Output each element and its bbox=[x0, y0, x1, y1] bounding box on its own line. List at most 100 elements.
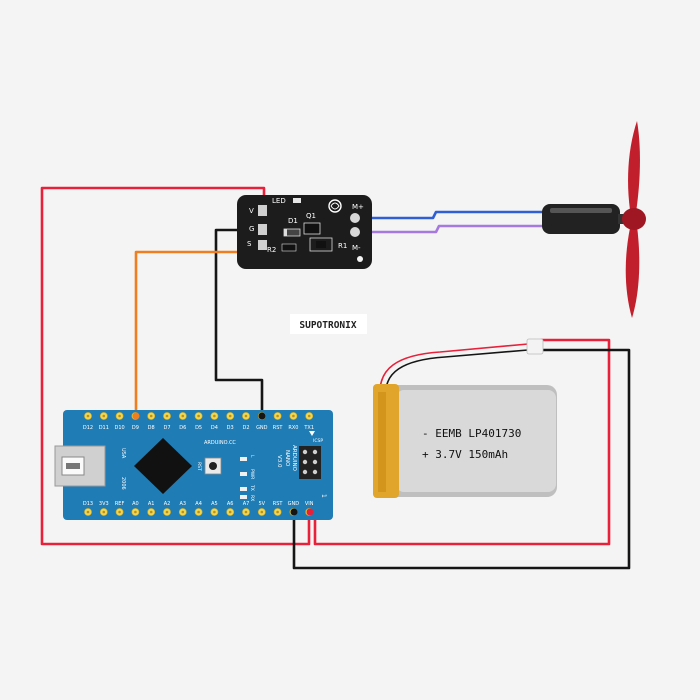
battery-label-line2: + 3.7V 150mAh bbox=[422, 448, 508, 461]
black-wire-gnd-battery bbox=[292, 348, 631, 570]
arduino-top-pin-hole-0 bbox=[86, 414, 90, 418]
arduino-bottom-pin-hole-0 bbox=[86, 510, 90, 514]
arduino-top-pin-label-4: D8 bbox=[148, 425, 155, 431]
module-pin-v bbox=[258, 205, 267, 216]
arduino-bottom-pin-label-13: GND bbox=[288, 501, 300, 507]
arduino-top-pin-hole-6 bbox=[181, 414, 185, 418]
arduino-bottom-pin-hole-9 bbox=[228, 510, 232, 514]
arduino-bottom-pin-hole-3 bbox=[134, 510, 137, 514]
module-led bbox=[293, 198, 301, 203]
arduino-label-pwr: PWR bbox=[249, 469, 255, 479]
module-pad-m-minus bbox=[350, 227, 360, 237]
arduino-label-rst: RST bbox=[196, 462, 202, 471]
arduino-bottom-pin-label-4: A1 bbox=[148, 501, 155, 507]
module-label-led: LED bbox=[272, 197, 286, 205]
arduino-bottom-pin-hole-5 bbox=[165, 510, 169, 514]
arduino-top-pin-label-5: D7 bbox=[163, 425, 170, 431]
icsp-header bbox=[299, 446, 321, 479]
arduino-top-pin-label-0: D12 bbox=[83, 425, 93, 431]
module-resistor-r2 bbox=[281, 243, 297, 252]
module-label-d1: D1 bbox=[288, 217, 298, 225]
purple-wire-motor-minus bbox=[352, 224, 547, 234]
reset-button-cap[interactable] bbox=[209, 462, 217, 470]
module-pin-s bbox=[258, 240, 267, 250]
arduino-bottom-pin-hole-4 bbox=[149, 510, 153, 514]
arduino-bottom-pin-hole-2 bbox=[118, 510, 121, 514]
arduino-bottom-pin-hole-8 bbox=[213, 510, 216, 514]
arduino-top-pin-label-7: D5 bbox=[195, 425, 202, 431]
arduino-top-pin-hole-12 bbox=[276, 414, 279, 418]
endpoint-vin bbox=[306, 508, 314, 516]
arduino-top-pin-hole-7 bbox=[197, 414, 200, 418]
arduino-bottom-pin-label-3: A0 bbox=[132, 501, 139, 507]
arduino-label-rx: RX bbox=[249, 495, 255, 501]
arduino-top-pin-hole-8 bbox=[213, 414, 216, 418]
propeller-hub bbox=[622, 208, 646, 230]
arduino-top-pin-label-3: D9 bbox=[132, 425, 139, 431]
arduino-label-icsp: ICSP bbox=[313, 438, 323, 444]
brand-tag-bg bbox=[290, 314, 367, 334]
red-wire-vin bbox=[40, 186, 311, 546]
module-label-g: G bbox=[249, 225, 254, 233]
propeller-blade-top bbox=[628, 121, 640, 212]
arduino-bottom-pin-label-0: D13 bbox=[83, 501, 93, 507]
propeller-blade-bottom bbox=[625, 226, 640, 318]
arduino-label-usa: USA bbox=[120, 448, 126, 459]
arduino-bottom-pin-label-7: A4 bbox=[195, 501, 202, 507]
module-label-r2: R2 bbox=[267, 246, 276, 254]
arduino-top-pin-label-10: D2 bbox=[242, 425, 249, 431]
arduino-top-pin-hole-10 bbox=[244, 414, 248, 418]
arduino-bottom-pin-label-14: VIN bbox=[305, 501, 314, 507]
arduino-bottom-pin-label-6: A3 bbox=[179, 501, 186, 507]
led-l bbox=[240, 457, 247, 461]
arduino-label-nano: NANO bbox=[284, 450, 290, 467]
arduino-top-pin-hole-1 bbox=[102, 414, 106, 418]
arduino-top-pin-label-11: GND bbox=[256, 425, 268, 431]
arduino-bottom-pin-label-11: 5V bbox=[258, 501, 265, 507]
arduino-top-pin-hole-14 bbox=[307, 414, 311, 418]
arduino-triangle-marker bbox=[309, 431, 315, 436]
module-logo bbox=[328, 199, 342, 213]
arduino-top-pin-label-9: D3 bbox=[227, 425, 234, 431]
wire-endpoints bbox=[132, 412, 314, 516]
usb-port-tongue bbox=[66, 463, 80, 469]
module-pad-m-plus bbox=[350, 213, 360, 223]
blue-wire-motor-plus bbox=[352, 210, 547, 220]
arduino-bottom-pin-hole-11 bbox=[260, 510, 264, 514]
endpoint-d9 bbox=[132, 412, 140, 420]
arduino-bottom-pin-hole-12 bbox=[276, 510, 279, 514]
arduino-bottom-pin-hole-10 bbox=[244, 510, 248, 514]
brand-tag: SUPOTRONIX bbox=[290, 314, 367, 334]
battery-face bbox=[396, 390, 556, 492]
red-wire-battery bbox=[313, 338, 611, 546]
arduino-bottom-pin-hole-7 bbox=[197, 510, 200, 514]
module-hole bbox=[357, 256, 363, 262]
arduino-top-pin-hole-4 bbox=[149, 414, 153, 418]
driver-module: V G S LED D1 Q1 R1 R2 M+ M- bbox=[237, 195, 372, 269]
module-resistor-r1-pad bbox=[309, 237, 333, 252]
led-tx bbox=[240, 487, 247, 491]
wires bbox=[40, 186, 631, 570]
arduino-label-site: ARDUINO.CC bbox=[204, 440, 236, 446]
arduino-bottom-pin-label-9: A6 bbox=[227, 501, 234, 507]
arduino-top-pin-label-2: D10 bbox=[114, 425, 124, 431]
module-pin-g bbox=[258, 224, 267, 235]
arduino-label-year: 2006 bbox=[120, 477, 126, 490]
arduino-bottom-pin-label-12: RST bbox=[273, 501, 284, 507]
orange-wire-signal bbox=[134, 243, 264, 422]
battery-connector bbox=[526, 338, 544, 355]
arduino-label-l: L bbox=[249, 455, 255, 458]
arduino-bottom-pin-label-10: A7 bbox=[243, 501, 250, 507]
arduino-label-brand: ARDUINO bbox=[291, 445, 297, 472]
arduino-bottom-pin-label-1: 3V3 bbox=[99, 501, 109, 507]
brand-label: SUPOTRONIX bbox=[299, 320, 356, 331]
module-resistor-r1 bbox=[316, 241, 326, 248]
arduino-top-pin-label-6: D6 bbox=[179, 425, 186, 431]
arduino-top-pin-label-12: RST bbox=[273, 425, 284, 431]
battery-tape-shade bbox=[378, 392, 386, 492]
arduino-bottom-pin-label-5: A2 bbox=[164, 501, 171, 507]
arduino-bottom-pin-label-2: REF bbox=[115, 501, 125, 507]
